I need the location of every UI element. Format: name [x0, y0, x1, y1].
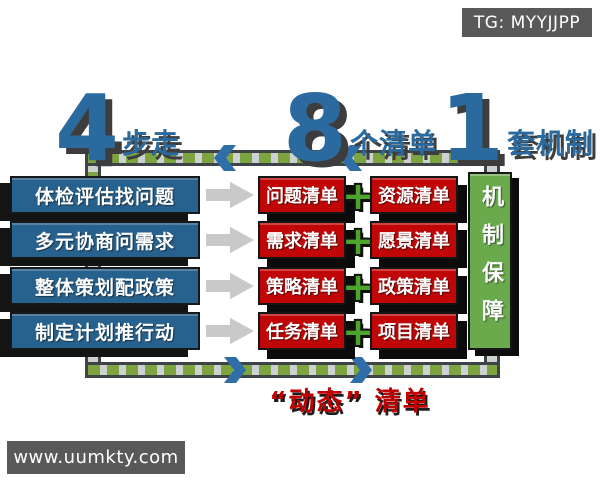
arrow-right-icon	[206, 226, 254, 254]
step-box-2: 多元协商问需求	[10, 221, 200, 259]
arrow-right-icon	[206, 181, 254, 209]
loop-track	[88, 365, 497, 375]
step-box-3: 整体策划配政策	[10, 267, 200, 305]
list-box-resource: 资源清单	[370, 176, 458, 214]
headline-1-mechanism: 1 套机制	[440, 74, 595, 182]
arrow-right-icon	[206, 317, 254, 345]
plus-icon: +	[342, 310, 374, 354]
plus-icon: +	[342, 219, 374, 263]
plus-icon: +	[342, 174, 374, 218]
headline-number: 4	[55, 74, 120, 182]
chevron-left-icon	[340, 145, 362, 171]
headline-caption: 套机制	[507, 127, 595, 160]
chevron-left-icon	[214, 145, 236, 171]
list-box-vision: 愿景清单	[370, 221, 458, 259]
chevron-right-icon	[224, 357, 246, 383]
headline-number: 8	[283, 74, 348, 182]
mechanism-box: 机制保障	[468, 172, 512, 350]
list-box-task: 任务清单	[258, 312, 346, 350]
plus-icon: +	[342, 265, 374, 309]
headline-8-lists: 8 个清单	[283, 74, 438, 182]
mechanism-label: 机制保障	[478, 185, 503, 337]
headline-4-steps: 4 步走	[55, 74, 181, 182]
chevron-right-icon	[350, 357, 372, 383]
step-box-1: 体检评估找问题	[10, 176, 200, 214]
dynamic-list-caption: “动态” 清单	[269, 387, 431, 417]
loop-band-top	[85, 150, 500, 166]
loop-track	[88, 153, 98, 375]
headline-number: 1	[440, 74, 505, 182]
headline-caption: 步走	[122, 127, 181, 160]
loop-band-bottom	[85, 362, 500, 378]
list-box-demand: 需求清单	[258, 221, 346, 259]
loop-track	[88, 153, 497, 163]
list-box-policy: 政策清单	[370, 267, 458, 305]
list-box-project: 项目清单	[370, 312, 458, 350]
website-badge: www.uumkty.com	[7, 441, 185, 474]
arrow-right-icon	[206, 272, 254, 300]
tg-badge: TG: MYYJJPP	[462, 8, 592, 37]
headline-caption: 个清单	[350, 127, 438, 160]
list-box-problem: 问题清单	[258, 176, 346, 214]
list-box-strategy: 策略清单	[258, 267, 346, 305]
step-box-4: 制定计划推行动	[10, 312, 200, 350]
